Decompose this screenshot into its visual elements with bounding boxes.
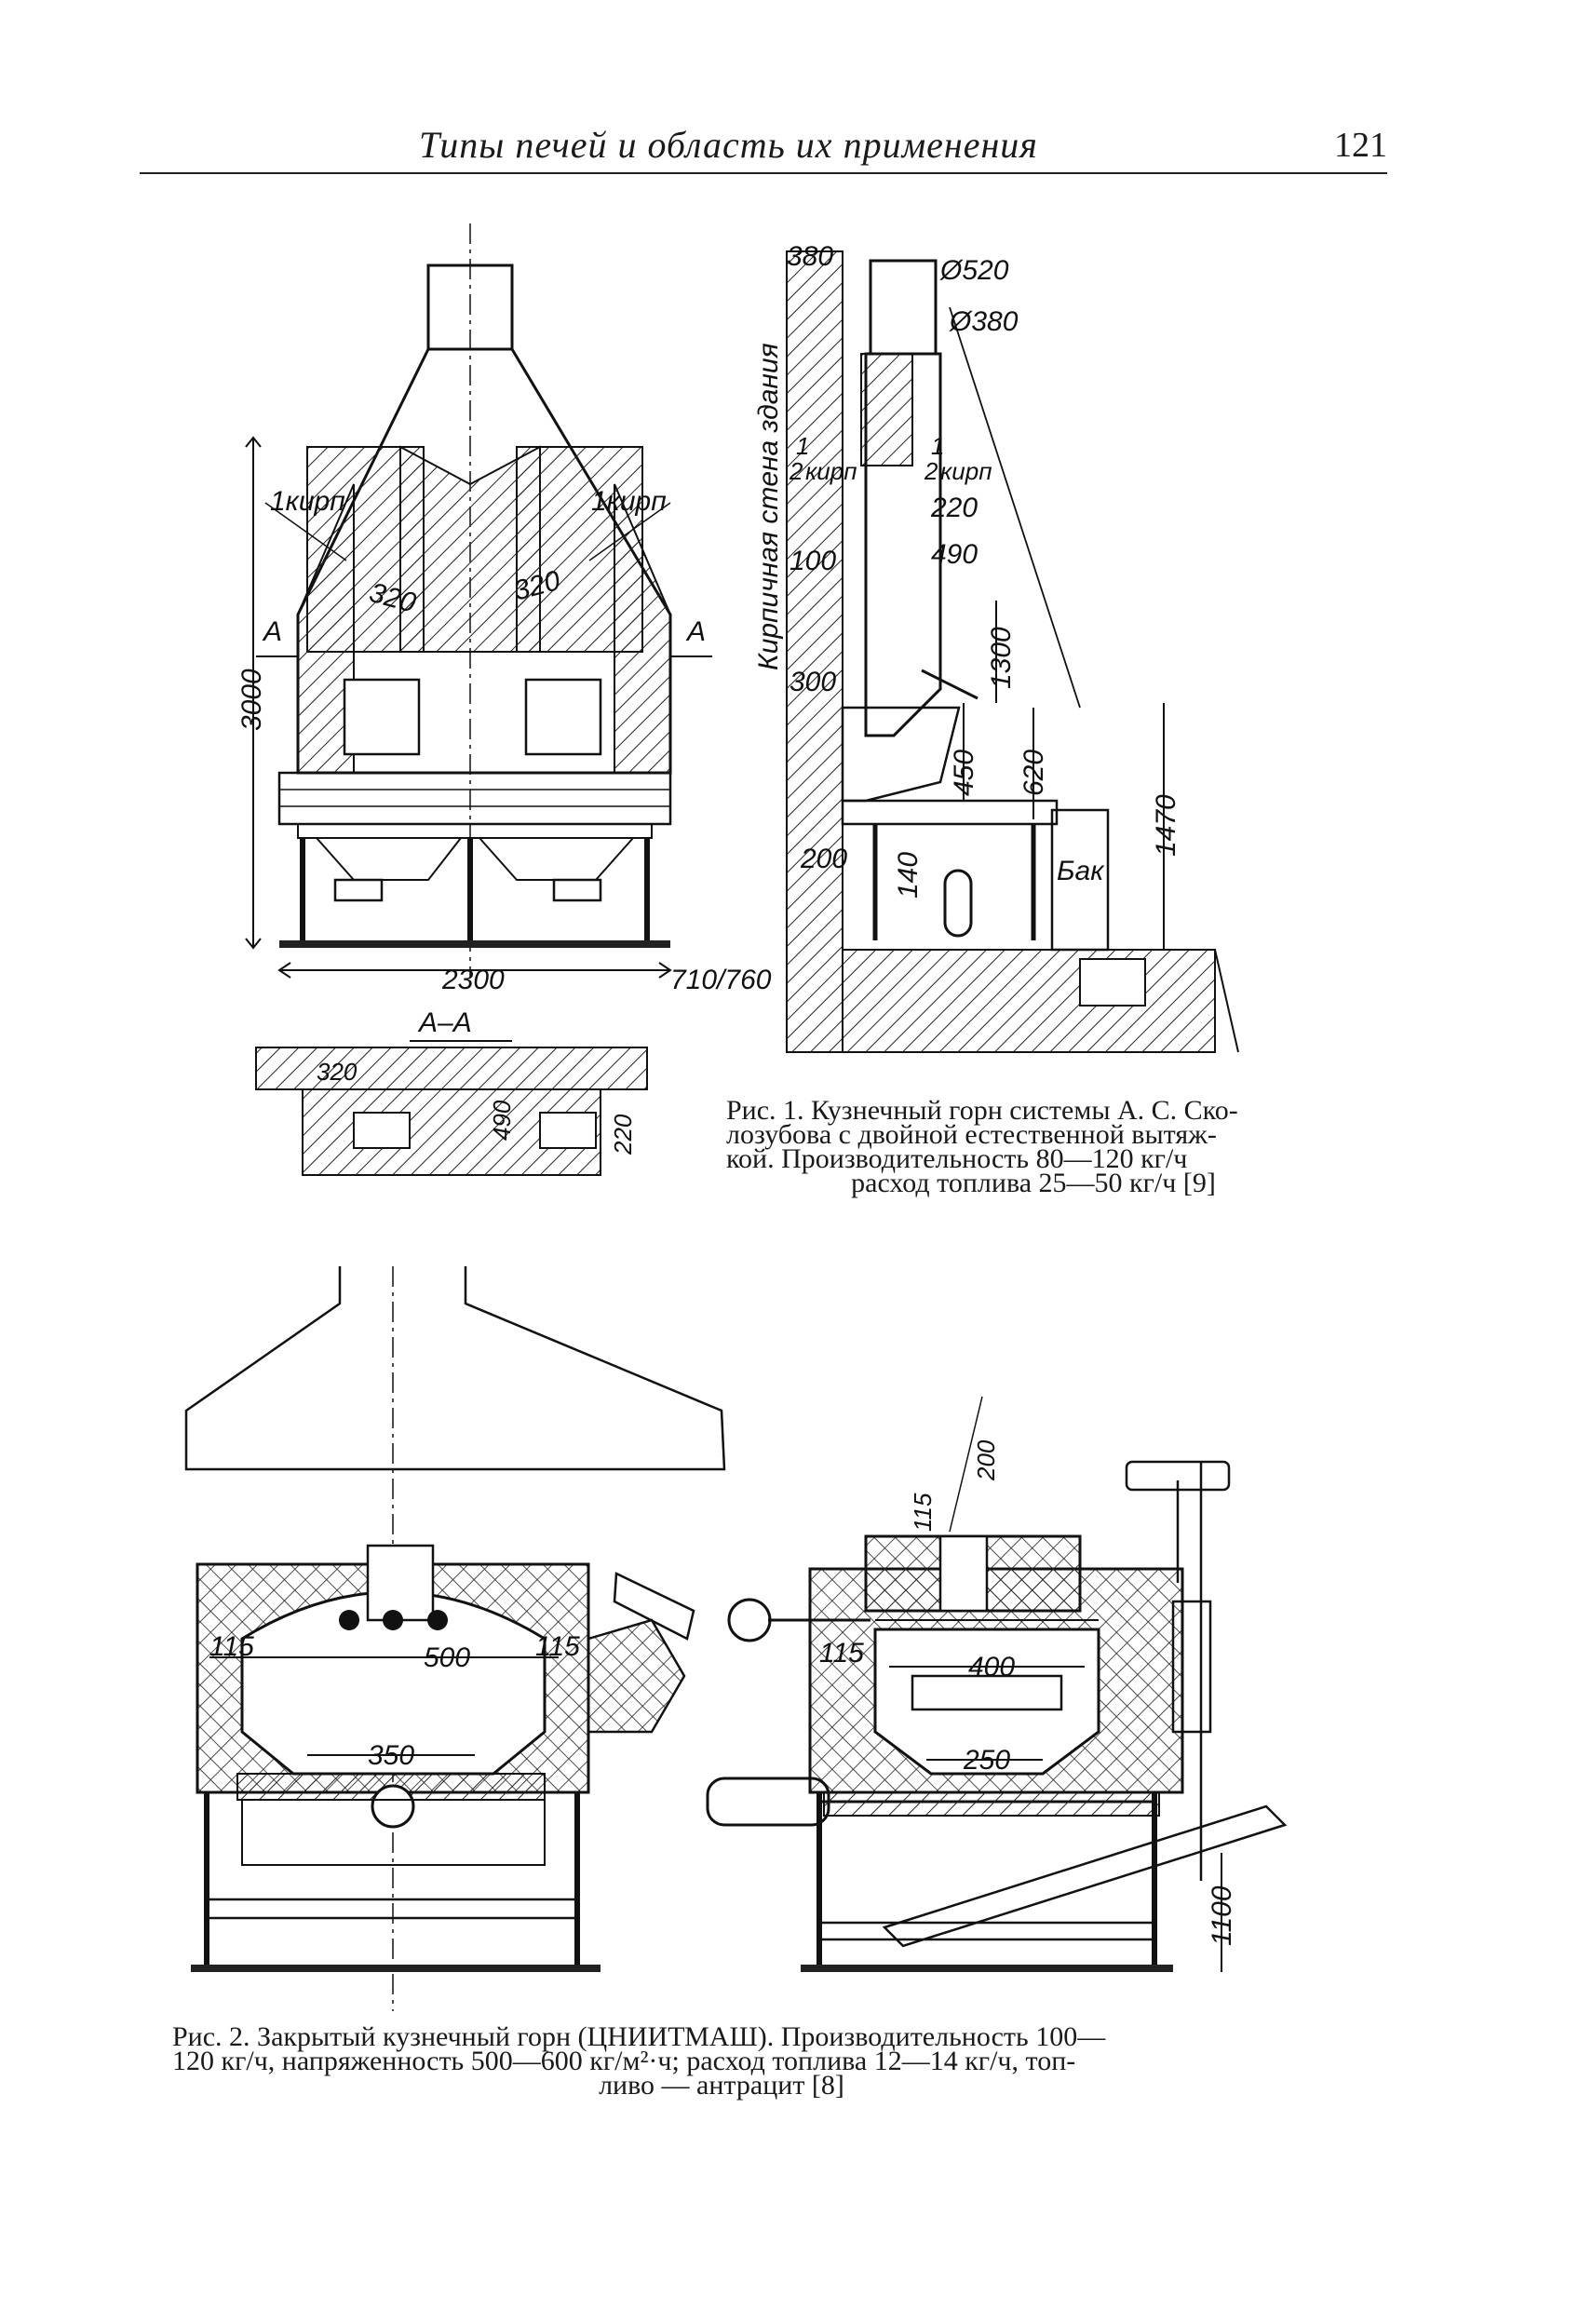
fig1-side-200: 200 <box>800 844 847 874</box>
running-title: Типы печей и область их применения <box>419 124 1038 166</box>
fig1-side-half-den-right: 2 <box>924 457 938 485</box>
header-rule <box>140 172 1387 174</box>
fig1-front-section-right: А <box>685 616 706 647</box>
fig2-side-115-left: 115 <box>819 1638 864 1669</box>
fig2-front-view: 115 500 115 350 <box>184 1266 726 2011</box>
fig1-side-300: 300 <box>790 667 836 697</box>
fig1-section-title: А–А <box>417 1007 472 1038</box>
figure-2-drawing: 115 500 115 350 115 200 115 400 250 <box>184 1266 1288 2011</box>
page-header: Типы печей и область их применения 121 <box>140 112 1387 177</box>
fig1-section-220: 220 <box>609 1114 637 1155</box>
fig1-side-d380: Ø380 <box>949 306 1019 337</box>
fig1-side-half-den-left: 2 <box>789 457 803 485</box>
fig1-section-320: 320 <box>317 1058 358 1086</box>
fig1-side-450: 450 <box>949 750 979 796</box>
fig1-front-height: 3000 <box>236 669 267 731</box>
fig1-side-half-num-left: 1 <box>796 432 809 460</box>
fig2-side-200: 200 <box>972 1439 1000 1481</box>
fig1-side-half-kirp-right: кирп <box>940 457 992 485</box>
fig1-front-kirp-right: 1кирп <box>591 486 667 517</box>
fig2-front-500: 500 <box>424 1642 470 1673</box>
fig2-front-115-right: 115 <box>535 1631 580 1662</box>
fig1-side-620: 620 <box>1019 750 1049 796</box>
fig1-front-width: 2300 <box>441 965 505 995</box>
fig1-caption-line2: лозубова с двойной естественной вытяж- <box>726 1119 1217 1150</box>
fig1-side-view: 380 Ø520 Ø380 Кирпичная стена здания 1 2… <box>753 241 1239 1053</box>
fig2-caption-line2: 120 кг/ч, напряженность 500—600 кг/м²·ч;… <box>172 2046 1076 2076</box>
fig1-side-d520: Ø520 <box>939 255 1009 286</box>
fig2-side-1100: 1100 <box>1207 1885 1237 1946</box>
fig1-caption-line1: Рис. 1. Кузнечный горн системы А. С. Ско… <box>726 1095 1238 1126</box>
fig1-side-half-kirp-left: кирп <box>805 457 857 485</box>
fig1-side-140: 140 <box>893 852 924 899</box>
fig1-side-half-num-right: 1 <box>931 432 944 460</box>
fig1-caption-line3: кой. Производительность 80—120 кг/ч <box>726 1143 1188 1174</box>
figure-2-caption: Рис. 2. Закрытый кузнечный горн (ЦНИИТМА… <box>172 2021 1271 2101</box>
fig1-side-380-top: 380 <box>787 241 833 272</box>
figure-1-drawing: 1кирп 1кирп 320 320 3000 2300 А А 710/76… <box>236 223 1239 1176</box>
fig2-side-400: 400 <box>968 1652 1015 1682</box>
fig1-side-1300: 1300 <box>986 627 1017 689</box>
fig1-side-tank: Бак <box>1057 856 1105 886</box>
fig2-side-115-top: 115 <box>909 1493 937 1532</box>
fig2-caption-line3: ливо — антрацит [8] <box>599 2070 844 2101</box>
fig1-front-kirp-left: 1кирп <box>270 486 345 517</box>
fig1-section-490: 490 <box>488 1100 516 1141</box>
fig2-front-115-left: 115 <box>209 1631 254 1662</box>
fig1-front-offset: 710/760 <box>670 965 772 995</box>
fig1-section-aa: А–А 320 490 220 <box>255 1007 648 1176</box>
fig1-caption-line4: расход топлива 25—50 кг/ч [9] <box>851 1168 1216 1198</box>
fig1-front-section-left: А <box>262 616 282 647</box>
fig1-side-1470: 1470 <box>1151 794 1181 857</box>
fig1-side-490: 490 <box>931 539 978 570</box>
fig1-front-view: 1кирп 1кирп 320 320 3000 2300 А А 710/76… <box>236 223 772 995</box>
fig2-caption-line1: Рис. 2. Закрытый кузнечный горн (ЦНИИТМА… <box>172 2021 1106 2052</box>
fig1-side-100: 100 <box>790 546 836 576</box>
page-number: 121 <box>1334 126 1387 165</box>
fig1-side-wall-label: Кирпичная стена здания <box>753 343 784 670</box>
figure-1-caption: Рис. 1. Кузнечный горн системы А. С. Ско… <box>726 1095 1341 1198</box>
fig2-side-250: 250 <box>963 1745 1010 1776</box>
fig1-side-220: 220 <box>930 493 978 523</box>
fig2-front-350: 350 <box>368 1740 414 1771</box>
fig2-side-view: 115 200 115 400 250 1100 <box>706 1396 1288 1972</box>
